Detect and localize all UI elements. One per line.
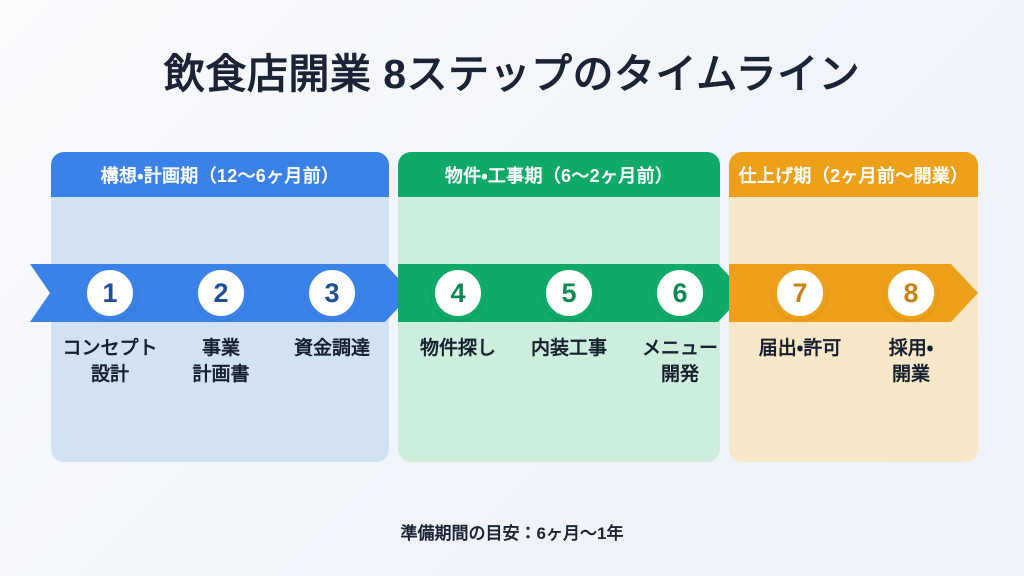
phase-header-1: 構想・計画期（12〜6ヶ月前） (51, 152, 389, 197)
step-1-number: 1 (83, 266, 137, 320)
step-4-label: 物件探し (419, 338, 496, 359)
step-2-number: 2 (194, 266, 248, 320)
step-3-number: 3 (305, 266, 359, 320)
step-6-number: 6 (653, 266, 707, 320)
phase-panel-3: 仕上げ期（2ヶ月前〜開業） (729, 152, 978, 462)
step-8-label: 採用・ 開業 (888, 338, 934, 385)
step-6-label: メニュー 開発 (641, 338, 718, 385)
footer-note: 準備期間の目安：6ヶ月〜1年 (400, 524, 624, 543)
step-5-number: 5 (542, 266, 596, 320)
step-8-number: 8 (884, 266, 938, 320)
phase-header-3: 仕上げ期（2ヶ月前〜開業） (729, 152, 978, 197)
step-4-number: 4 (431, 266, 485, 320)
phase-header-2: 物件・工事期（6〜2ヶ月前） (398, 152, 720, 197)
step-7-label: 届出・許可 (758, 338, 842, 359)
step-2-label: 事業 計画書 (192, 338, 250, 385)
step-3-label: 資金調達 (293, 338, 370, 359)
page-title: 飲食店開業 8ステップのタイムライン (163, 51, 861, 97)
step-7-number: 7 (773, 266, 827, 320)
step-5-label: 内装工事 (530, 338, 607, 359)
step-1-label: コンセプト 設計 (62, 338, 158, 385)
phase-panel-3-body (729, 152, 978, 462)
